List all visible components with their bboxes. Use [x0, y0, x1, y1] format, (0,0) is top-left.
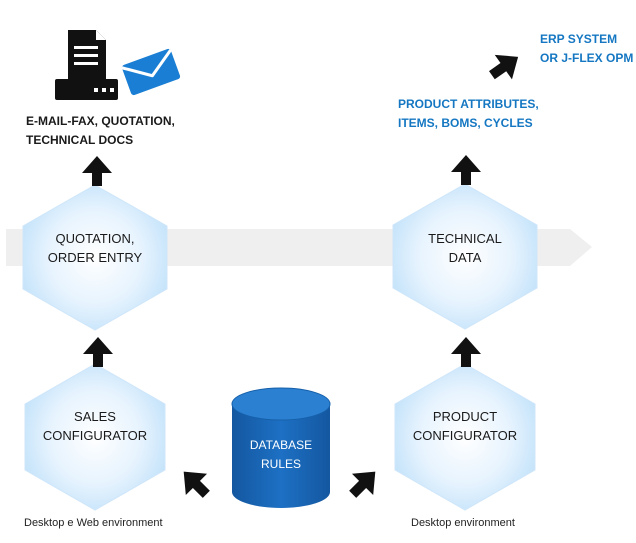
output-label-line: ERP SYSTEM — [540, 32, 618, 46]
arrow-up-icon — [82, 156, 112, 186]
node-label-line: ORDER ENTRY — [47, 250, 143, 265]
envelope-icon — [121, 48, 181, 96]
node-label-line: QUOTATION, — [55, 231, 135, 246]
arrow-diagonal-icon — [183, 471, 210, 498]
node-label-line: DATA — [448, 250, 482, 265]
hexagon-sales — [24, 363, 166, 511]
hexagon-technical — [392, 183, 538, 330]
node-label-technical: TECHNICAL DATA — [395, 229, 535, 267]
arrow-up-icon — [83, 337, 113, 367]
node-label-quotation: QUOTATION, ORDER ENTRY — [25, 229, 165, 267]
output-erp-label: ERP SYSTEM OR J-FLEX OPM — [540, 30, 633, 68]
output-label-line: PRODUCT ATTRIBUTES, — [398, 97, 539, 111]
environment-left-label: Desktop e Web environment — [24, 517, 163, 529]
node-label-line: SALES — [74, 409, 116, 424]
output-label-line: ITEMS, BOMS, CYCLES — [398, 116, 533, 130]
node-label-line: TECHNICAL — [428, 231, 502, 246]
arrow-up-icon — [451, 337, 481, 367]
output-label-line: TECHNICAL DOCS — [26, 133, 134, 147]
node-label-line: PRODUCT — [432, 409, 498, 424]
output-docs-label: E-MAIL-FAX, QUOTATION, TECHNICAL DOCS — [26, 112, 175, 150]
database-cylinder — [231, 387, 331, 508]
arrow-up-icon — [451, 155, 481, 185]
node-label-line: RULES — [260, 457, 301, 471]
document-printer-icon — [55, 30, 118, 100]
arrow-diagonal-icon — [349, 471, 376, 498]
node-label-line: DATABASE — [249, 438, 313, 452]
hexagon-product — [394, 363, 536, 511]
output-attributes-label: PRODUCT ATTRIBUTES, ITEMS, BOMS, CYCLES — [398, 95, 539, 133]
node-label-product: PRODUCT CONFIGURATOR — [395, 407, 535, 445]
hexagon-quotation — [22, 184, 168, 331]
node-label-sales: SALES CONFIGURATOR — [25, 407, 165, 445]
output-label-line: OR J-FLEX OPM — [540, 51, 634, 65]
node-label-line: CONFIGURATOR — [412, 428, 518, 443]
arrow-diagonal-icon — [489, 54, 519, 80]
environment-right-label: Desktop environment — [411, 517, 515, 529]
node-label-line: CONFIGURATOR — [42, 428, 148, 443]
node-label-database: DATABASE RULES — [232, 436, 330, 474]
output-label-line: E-MAIL-FAX, QUOTATION, — [26, 114, 175, 128]
